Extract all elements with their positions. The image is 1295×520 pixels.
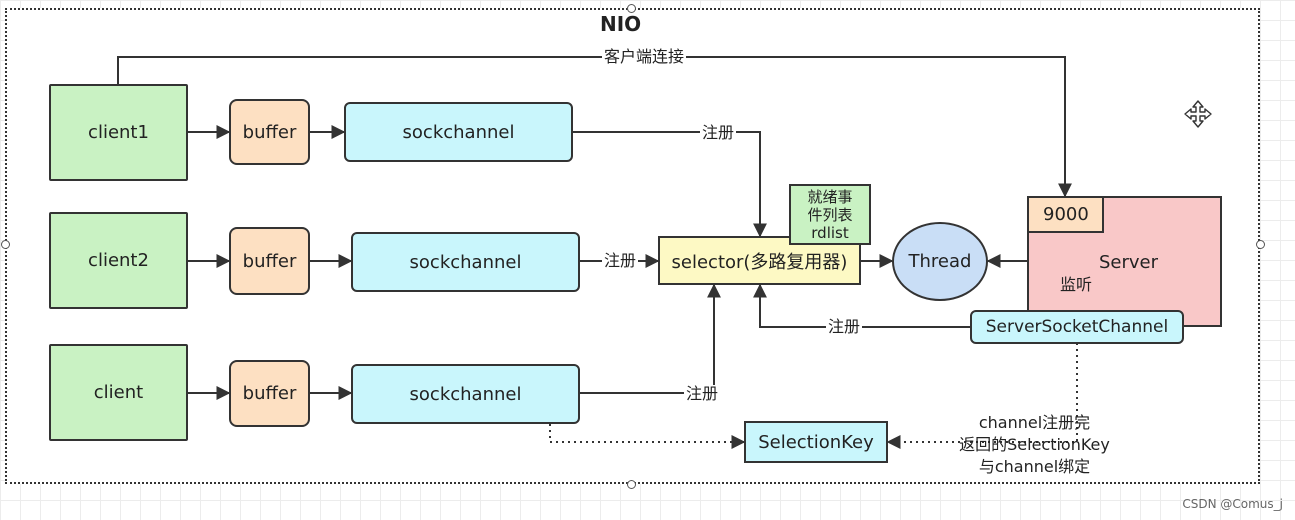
port-box[interactable]: 9000: [1027, 196, 1104, 233]
client-box-3[interactable]: client: [49, 344, 188, 441]
ready-list-line-3: rdlist: [811, 223, 849, 242]
selection-key-box[interactable]: SelectionKey: [744, 421, 888, 463]
note-line-1: channel注册完: [978, 413, 1091, 432]
client-connect-label: 客户端连接: [602, 47, 687, 66]
register-label-sock1: 注册: [700, 123, 737, 142]
note-line-3: 与channel绑定: [978, 457, 1091, 476]
buffer-box-3[interactable]: buffer: [229, 360, 310, 427]
listen-label: 监听: [1058, 275, 1095, 294]
register-label-ssc: 注册: [826, 317, 863, 336]
ready-list-box[interactable]: 就绪事 件列表 rdlist: [789, 184, 871, 245]
buffer-box-2[interactable]: buffer: [229, 227, 310, 295]
sockchannel-box-1[interactable]: sockchannel: [344, 102, 573, 162]
selection-key-note: channel注册完 返回的SelectionKey 与channel绑定: [942, 412, 1127, 478]
sockchannel-box-3[interactable]: sockchannel: [351, 364, 580, 424]
dotted-sock3-selectionkey: [549, 424, 746, 449]
arrow-sock1-register: [572, 131, 767, 238]
register-label-sock3: 注册: [684, 384, 721, 403]
arrow-client-connect: [117, 56, 1072, 198]
ready-list-line-2: 件列表: [807, 205, 853, 224]
resize-handle-bottom[interactable]: [627, 480, 636, 489]
client-box-1[interactable]: client1: [49, 84, 188, 181]
watermark: CSDN @Comus_j: [1182, 497, 1283, 511]
arrow-ssc-register: [753, 283, 970, 328]
buffer-box-1[interactable]: buffer: [229, 99, 310, 165]
client-box-2[interactable]: client2: [49, 212, 188, 309]
server-socket-channel-box[interactable]: ServerSocketChannel: [970, 310, 1184, 344]
resize-handle-left[interactable]: [1, 240, 10, 249]
move-cursor-icon: [1184, 100, 1212, 128]
thread-node[interactable]: Thread: [892, 222, 988, 301]
resize-handle-top[interactable]: [627, 4, 636, 13]
register-label-sock2: 注册: [602, 251, 639, 270]
resize-handle-right[interactable]: [1256, 240, 1265, 249]
diagram-title: NIO: [600, 12, 642, 36]
note-line-2: 返回的SelectionKey: [959, 435, 1110, 454]
ready-list-line-1: 就绪事: [807, 187, 853, 206]
server-label: Server: [1099, 252, 1159, 273]
arrow-sock3-register: [579, 283, 721, 394]
sockchannel-box-2[interactable]: sockchannel: [351, 232, 580, 292]
